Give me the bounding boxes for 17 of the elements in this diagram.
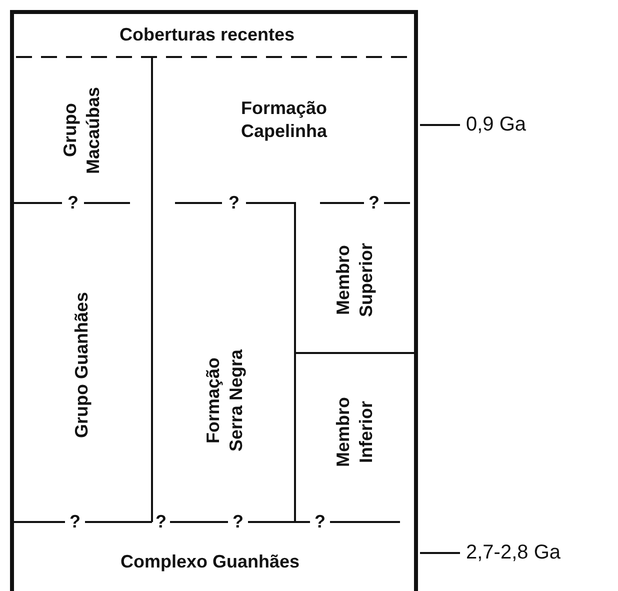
- unit-label: Grupo Macaúbas: [59, 80, 105, 180]
- unit-label: Formação Serra Negra: [202, 342, 248, 458]
- unit-label: Membro Superior: [332, 225, 378, 335]
- unit-label: Grupo Guanhães: [70, 292, 94, 438]
- question-mark: ?: [228, 192, 240, 214]
- unit-label: Complexo Guanhães: [120, 550, 300, 574]
- unit-label: Membro Inferior: [332, 377, 378, 487]
- question-mark: ?: [314, 510, 326, 534]
- age-label: 2,7-2,8 Ga: [466, 542, 561, 564]
- question-mark: ?: [68, 192, 78, 214]
- question-mark: ?: [70, 510, 80, 534]
- question-mark: ?: [156, 510, 166, 534]
- unit-label: Coberturas recentes: [119, 24, 295, 46]
- unit-label: Formação Capelinha: [219, 97, 349, 143]
- age-label: 0,9 Ga: [466, 114, 526, 136]
- question-mark: ?: [368, 192, 380, 214]
- question-mark: ?: [232, 510, 244, 534]
